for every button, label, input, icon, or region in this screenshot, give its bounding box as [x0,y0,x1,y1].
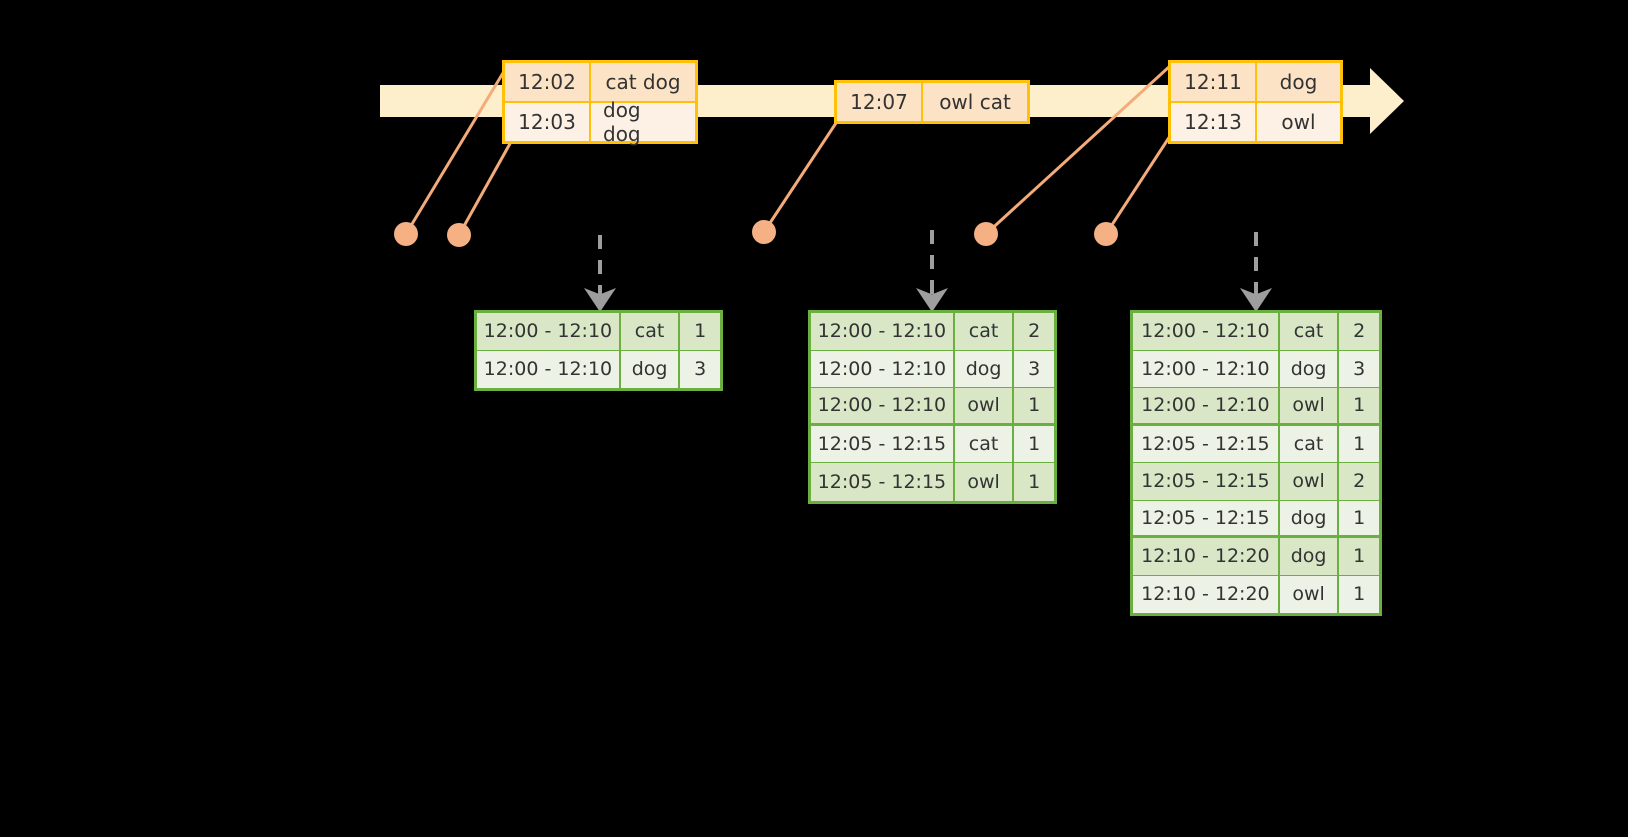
cell-count: 1 [1339,425,1379,462]
cell-word: dog [1279,350,1340,387]
cell-count: 3 [1014,350,1054,387]
cell-window: 12:00 - 12:10 [477,350,621,388]
event-words: dog [1257,63,1340,101]
cell-count: 1 [1014,388,1054,423]
cell-window: 12:00 - 12:10 [811,388,955,423]
event-dot-5 [1094,222,1118,246]
cell-window: 12:00 - 12:10 [1133,313,1280,350]
event-dot-1 [394,222,418,246]
connector-lines [404,64,1174,236]
cell-word: dog [620,350,681,388]
cell-count: 2 [1339,463,1379,500]
event-words: cat dog [591,63,695,101]
event-time: 12:02 [505,63,591,101]
event-time: 12:11 [1171,63,1257,101]
cell-window: 12:10 - 12:20 [1133,538,1280,575]
cell-window: 12:00 - 12:10 [811,350,955,387]
cell-word: dog [1279,538,1340,575]
timeline-event-row[interactable]: 12:13 owl [1171,101,1340,141]
cell-word: owl [954,463,1015,501]
event-words: owl [1257,103,1340,141]
event-time: 12:13 [1171,103,1257,141]
cell-count: 1 [1339,388,1379,423]
table-row[interactable]: 12:00 - 12:10 dog 3 [1133,350,1379,388]
table-row[interactable]: 12:05 - 12:15 owl 1 [811,463,1054,501]
event-dot-3 [752,220,776,244]
table-row[interactable]: 12:00 - 12:10 cat 2 [1133,313,1379,351]
table-row[interactable]: 12:00 - 12:10 cat 1 [477,313,720,351]
cell-window: 12:00 - 12:10 [477,313,621,350]
aggregate-table-2[interactable]: 12:00 - 12:10 cat 2 12:00 - 12:10 dog 3 … [808,310,1057,504]
cell-word: owl [1279,575,1340,613]
cell-word: owl [1279,388,1340,423]
aggregate-table-1[interactable]: 12:00 - 12:10 cat 1 12:00 - 12:10 dog 3 [474,310,723,391]
table-row[interactable]: 12:00 - 12:10 owl 1 [811,388,1054,426]
cell-window: 12:00 - 12:10 [811,313,955,350]
table-row[interactable]: 12:05 - 12:15 cat 1 [811,425,1054,463]
timeline-event-row[interactable]: 12:07 owl cat [837,83,1027,121]
cell-window: 12:05 - 12:15 [811,463,955,501]
timeline-event-group-3[interactable]: 12:11 dog 12:13 owl [1168,60,1343,144]
timeline-event-group-2[interactable]: 12:07 owl cat [834,80,1030,124]
cell-window: 12:00 - 12:10 [1133,350,1280,387]
cell-window: 12:10 - 12:20 [1133,575,1280,613]
event-dot-2 [447,223,471,247]
event-words: dog dog [591,98,695,146]
cell-word: dog [1279,500,1340,535]
cell-count: 1 [1339,575,1379,613]
table-row[interactable]: 12:05 - 12:15 dog 1 [1133,500,1379,538]
cell-window: 12:05 - 12:15 [1133,500,1280,535]
cell-word: cat [620,313,681,350]
cell-word: cat [954,313,1015,350]
cell-count: 1 [1339,538,1379,575]
cell-window: 12:05 - 12:15 [811,425,955,462]
aggregate-table-3[interactable]: 12:00 - 12:10 cat 2 12:00 - 12:10 dog 3 … [1130,310,1382,616]
cell-word: cat [1279,313,1340,350]
event-dots [394,220,1118,247]
event-time: 12:07 [837,83,923,121]
dashed-arrows [584,230,1272,312]
timeline-event-row[interactable]: 12:03 dog dog [505,98,695,146]
cell-count: 3 [680,350,720,388]
cell-count: 1 [1339,500,1379,535]
table-row[interactable]: 12:00 - 12:10 dog 3 [811,350,1054,388]
cell-word: cat [954,425,1015,462]
table-row[interactable]: 12:00 - 12:10 cat 2 [811,313,1054,351]
cell-count: 1 [1014,425,1054,462]
cell-count: 1 [680,313,720,350]
cell-window: 12:00 - 12:10 [1133,388,1280,423]
timeline-event-group-1[interactable]: 12:02 cat dog 12:03 dog dog [502,60,698,146]
cell-window: 12:05 - 12:15 [1133,463,1280,500]
cell-word: cat [1279,425,1340,462]
table-row[interactable]: 12:05 - 12:15 owl 2 [1133,463,1379,501]
cell-count: 1 [1014,463,1054,501]
cell-word: owl [1279,463,1340,500]
cell-word: owl [954,388,1015,423]
cell-word: dog [954,350,1015,387]
event-dot-4 [974,222,998,246]
table-row[interactable]: 12:00 - 12:10 dog 3 [477,350,720,388]
event-words: owl cat [923,83,1027,121]
event-time: 12:03 [505,103,591,141]
cell-count: 2 [1339,313,1379,350]
timeline-event-row[interactable]: 12:02 cat dog [505,63,695,101]
table-row[interactable]: 12:05 - 12:15 cat 1 [1133,425,1379,463]
timeline-event-row[interactable]: 12:11 dog [1171,63,1340,101]
table-row[interactable]: 12:00 - 12:10 owl 1 [1133,388,1379,426]
cell-count: 3 [1339,350,1379,387]
table-row[interactable]: 12:10 - 12:20 owl 1 [1133,575,1379,613]
cell-count: 2 [1014,313,1054,350]
table-row[interactable]: 12:10 - 12:20 dog 1 [1133,538,1379,576]
cell-window: 12:05 - 12:15 [1133,425,1280,462]
